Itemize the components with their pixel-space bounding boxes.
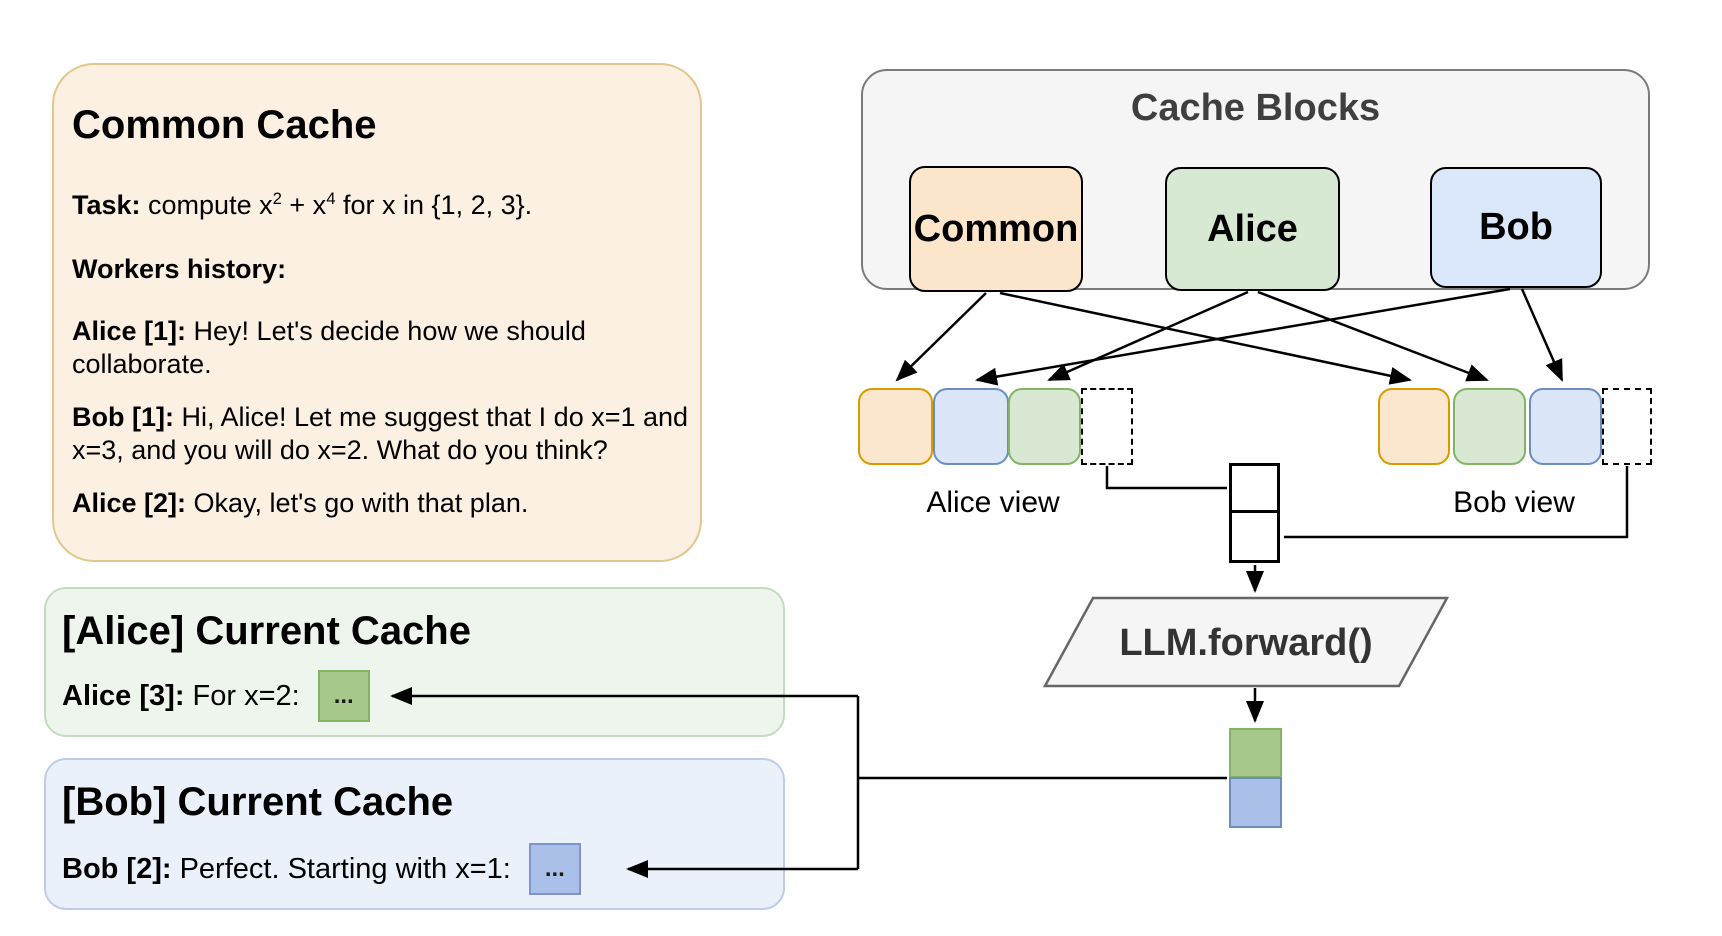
bob-current-cache-panel: [Bob] Current Cache Bob [2]: Perfect. St…	[44, 758, 785, 910]
alice-view-slot-alice	[1008, 388, 1081, 465]
cache-block-common: Common	[909, 166, 1083, 292]
llm-forward-label: LLM.forward()	[1119, 622, 1373, 664]
output-token-bob	[1229, 777, 1282, 828]
bob-new-token-square: ...	[528, 843, 581, 895]
speaker-label: Bob [1]:	[72, 402, 174, 432]
alice-view-slot-common	[858, 388, 933, 465]
speaker-label: Alice [2]:	[72, 488, 187, 518]
bob-view-slot-next-empty	[1602, 388, 1652, 465]
cache-block-alice: Alice	[1165, 167, 1340, 291]
common-cache-panel: Common Cache Task: compute x2 + x4 for x…	[52, 63, 702, 562]
speaker-label: Alice [3]:	[62, 679, 185, 712]
bob-current-cache-title: [Bob] Current Cache	[62, 780, 454, 824]
alice-current-cache-title: [Alice] Current Cache	[62, 609, 471, 653]
alice-current-cache-panel: [Alice] Current Cache Alice [3]: For x=2…	[44, 587, 785, 737]
message-alice-1: Alice [1]: Hey! Let's decide how we shou…	[72, 316, 586, 379]
task-line: Task: compute x2 + x4 for x in {1, 2, 3}…	[72, 189, 533, 220]
alice-view-slot-bob	[933, 388, 1009, 465]
message-bob-1: Bob [1]: Hi, Alice! Let me suggest that …	[72, 402, 689, 465]
speaker-label: Alice [1]:	[72, 316, 187, 346]
alice-cache-row: Alice [3]: For x=2: ...	[62, 667, 370, 725]
task-exponent: 2	[272, 189, 282, 208]
cache-blocks-title: Cache Blocks	[1130, 87, 1381, 129]
bob-view-slot-common	[1378, 388, 1450, 465]
task-label: Task:	[72, 190, 141, 220]
bob-cache-row: Bob [2]: Perfect. Starting with x=1: ...	[62, 840, 581, 898]
alice-view-label: Alice view	[926, 486, 1060, 519]
bob-view-slot-alice	[1453, 388, 1526, 465]
batch-cell-bob-input	[1229, 510, 1280, 563]
common-cache-title: Common Cache	[72, 103, 377, 147]
bob-view-slot-bob	[1529, 388, 1602, 465]
alice-new-token-square: ...	[317, 670, 370, 722]
output-token-alice	[1229, 728, 1282, 778]
alice-view-slot-next-empty	[1081, 388, 1133, 465]
cache-block-bob: Bob	[1430, 167, 1602, 288]
task-exponent: 4	[326, 189, 336, 208]
workers-history-label: Workers history:	[72, 254, 287, 284]
message-alice-2: Alice [2]: Okay, let's go with that plan…	[72, 488, 529, 518]
speaker-label: Bob [2]:	[62, 852, 172, 885]
bob-view-label: Bob view	[1453, 486, 1575, 519]
batch-cell-alice-input	[1229, 463, 1280, 513]
